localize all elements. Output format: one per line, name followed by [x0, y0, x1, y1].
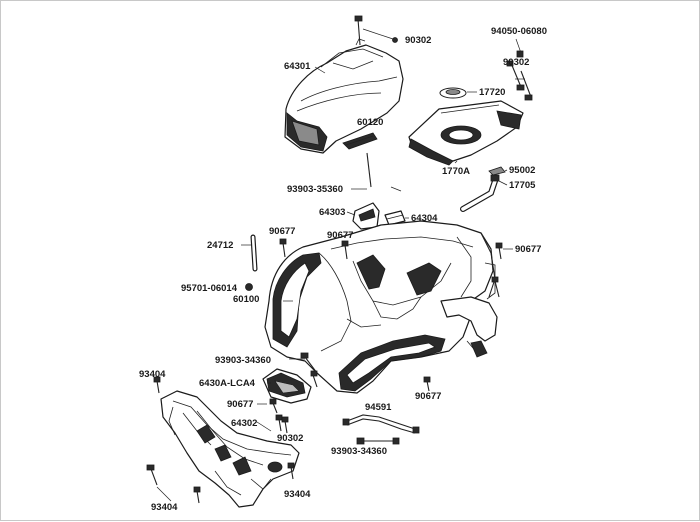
front-guard-64302	[160, 390, 300, 508]
label-90677-e: 90677	[415, 391, 441, 402]
nut-95701-06014	[245, 283, 253, 291]
label-93404-b: 93404	[151, 502, 178, 513]
label-90677-b: 90677	[327, 230, 353, 241]
bracket-60120	[342, 132, 378, 150]
headlight-grille-6430A-LCA4	[262, 352, 318, 404]
hose-17705	[460, 174, 500, 212]
bracket-64304	[384, 210, 406, 226]
label-93903-35360: 93903-35360	[287, 184, 343, 195]
stay-94591	[342, 414, 420, 434]
label-17720: 17720	[479, 87, 505, 98]
label-94591: 94591	[365, 402, 392, 413]
label-64302: 64302	[231, 418, 257, 429]
label-64301: 64301	[284, 61, 311, 72]
label-6430A-LCA4: 6430A-LCA4	[199, 378, 256, 389]
part-labels: 90302 94050-06080 90302 64301 17720 6012…	[139, 26, 547, 513]
label-93404-a: 93404	[139, 369, 166, 380]
label-64303: 64303	[319, 207, 345, 218]
label-90677-c: 90677	[515, 244, 541, 255]
screw-90302-bottom	[281, 416, 289, 434]
leader-lines	[256, 66, 508, 432]
label-60120: 60120	[357, 117, 383, 128]
label-95002: 95002	[509, 165, 535, 176]
fuel-tank-cover-1770A	[408, 100, 524, 166]
screw-93903-35360-upper	[351, 152, 372, 190]
fuel-cap-17720	[439, 87, 477, 99]
screws-90677	[279, 238, 513, 392]
label-94050-06080: 94050-06080	[491, 26, 547, 37]
screws-lower-cluster	[269, 398, 283, 432]
front-top-cover-64301	[284, 38, 404, 154]
label-90302-right: 90302	[503, 57, 529, 68]
label-17705: 17705	[509, 180, 536, 191]
screw-90302-top	[354, 15, 398, 46]
label-90302-bottom: 90302	[277, 433, 303, 444]
label-60100: 60100	[233, 294, 259, 305]
label-64304: 64304	[411, 213, 438, 224]
bolts-94050-90302	[506, 38, 533, 101]
label-93404-c: 93404	[284, 489, 311, 500]
label-95701-06014: 95701-06014	[181, 283, 238, 294]
label-90677-a: 90677	[269, 226, 295, 237]
hose-24712	[241, 234, 258, 272]
bracket-64303	[352, 202, 380, 230]
screws-93404	[146, 376, 295, 504]
label-1770A: 1770A	[442, 166, 470, 177]
part-95002	[488, 166, 506, 176]
label-93903-34360-a: 93903-34360	[215, 355, 271, 366]
label-90302-top: 90302	[405, 35, 431, 46]
label-24712: 24712	[207, 240, 233, 251]
front-fender-60100	[264, 220, 498, 394]
label-90677-d: 90677	[227, 399, 253, 410]
bolts-93903-34360-lower	[356, 437, 400, 445]
label-93903-34360-b: 93903-34360	[331, 446, 387, 457]
